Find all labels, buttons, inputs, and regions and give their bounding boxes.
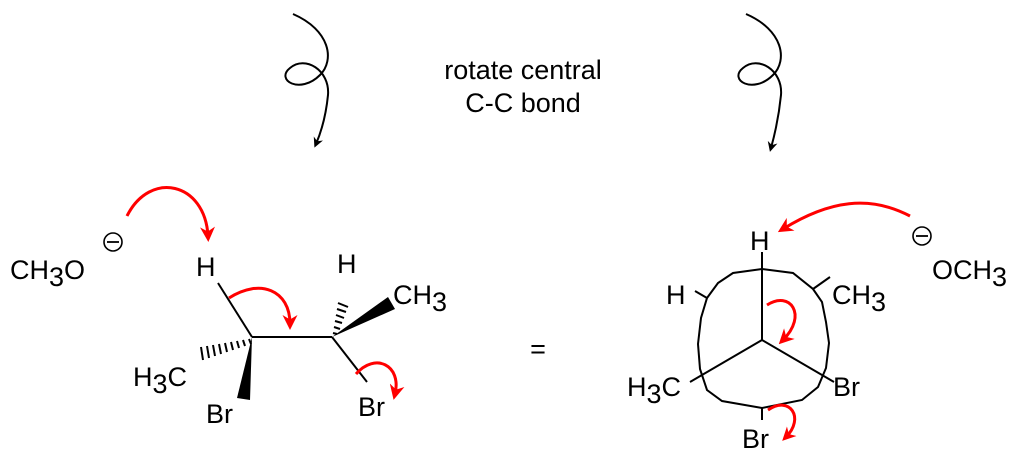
- right-h-front: H: [750, 226, 770, 256]
- right-methyl-right: CH3: [832, 280, 886, 317]
- methoxide-left: CH3O: [10, 255, 85, 292]
- negative-charge-left: [103, 232, 123, 252]
- right-br-right: Br: [833, 372, 860, 402]
- hashed-wedge-right: [332, 302, 349, 335]
- methoxide-right: OCH3: [932, 255, 1007, 292]
- newman-rear-bonds: [694, 276, 831, 420]
- left-arrow-ch-to-cc: [228, 286, 298, 330]
- right-arrow-ch-to-cc: [766, 298, 797, 345]
- right-br-bottom: Br: [742, 424, 769, 449]
- right-methyl-left: H3C: [627, 372, 681, 409]
- left-br-left: Br: [206, 399, 233, 429]
- rotation-arrow-right: [737, 13, 783, 152]
- svg-text:CH3O: CH3O: [10, 255, 85, 292]
- solid-wedge-left: [237, 337, 252, 400]
- negative-charge-right: [912, 226, 932, 246]
- newman-rear-circle: [696, 267, 831, 410]
- svg-text:OCH3: OCH3: [932, 255, 1007, 292]
- left-methyl-right: CH3: [393, 280, 447, 317]
- left-h-top-left: H: [196, 252, 216, 282]
- left-arrow-cbr-to-br: [354, 361, 405, 400]
- left-methyl-left: H3C: [133, 362, 187, 399]
- right-arrow-base-to-h: [777, 201, 911, 233]
- left-skeleton-bonds: [217, 282, 368, 383]
- equals-sign: =: [530, 334, 546, 364]
- newman-front-bonds: [689, 252, 835, 383]
- right-h-left: H: [666, 280, 686, 310]
- caption-line-1: rotate central: [444, 55, 602, 85]
- caption-line-2: C-C bond: [465, 88, 581, 118]
- right-arrow-cbr-to-br: [767, 403, 797, 441]
- solid-wedge-right: [332, 297, 395, 337]
- rotation-arrow-left: [284, 13, 330, 148]
- left-h-top-right: H: [337, 249, 357, 279]
- hashed-wedge-left: [200, 338, 252, 361]
- left-arrow-base-to-h: [125, 186, 215, 242]
- left-br-right: Br: [358, 392, 385, 422]
